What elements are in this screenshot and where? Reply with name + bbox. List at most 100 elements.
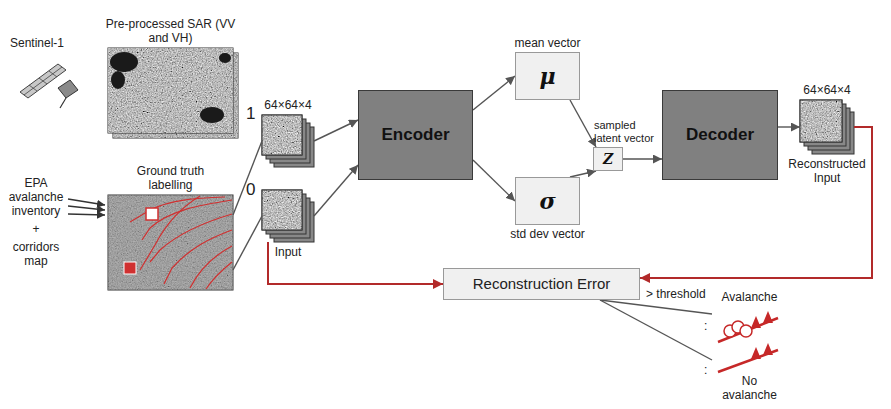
patch — [262, 190, 302, 230]
sar-dark-area — [110, 52, 138, 72]
avalanche-icon — [718, 311, 778, 342]
ground-truth-map — [108, 195, 233, 290]
panel-grid — [24, 67, 62, 95]
node-text: Reconstructed Input — [781, 157, 873, 185]
node-text: Z — [603, 151, 613, 167]
tree — [751, 316, 761, 328]
tree — [751, 347, 761, 359]
corridor — [140, 196, 200, 270]
node-text: sampled latent vector — [594, 119, 660, 145]
reconstructed-stack: 64×64×4Reconstructed Input — [800, 100, 854, 154]
edge-label: > threshold — [645, 287, 707, 301]
patch-border — [800, 100, 842, 142]
patch-stack — [262, 190, 314, 242]
free-label: : — [704, 363, 710, 377]
node-text: mean vector — [503, 36, 593, 50]
satellite-body — [58, 80, 78, 98]
latent-vector-box: sampled latent vectorZ — [593, 147, 623, 171]
corridor — [164, 230, 232, 284]
free-label: : — [704, 319, 710, 333]
node-text: Decoder — [686, 125, 754, 145]
free-label: Sentinel-1 — [10, 36, 90, 50]
flow-arrow — [600, 300, 712, 360]
ground-truth-frame: Ground truth labelling — [108, 195, 233, 290]
flow-arrow — [473, 76, 515, 110]
input-patch-stack: 64×64×4 — [262, 115, 314, 167]
sar-dark-area — [219, 53, 231, 63]
map-ground — [108, 195, 233, 290]
callout-number: 0 — [246, 180, 260, 200]
node-text: Encoder — [381, 125, 449, 145]
flow-arrow — [473, 160, 515, 201]
node-text: μ — [539, 63, 555, 89]
node-text: std dev vector — [498, 227, 598, 241]
node-text: Ground truth labelling — [121, 164, 221, 192]
node-text: 64×64×4 — [253, 98, 323, 112]
patch-texture — [800, 100, 842, 142]
flow-arrow — [623, 158, 662, 159]
flow-arrow — [570, 100, 596, 147]
node-text: Avalanche — [722, 290, 778, 304]
no-avalanche-icon — [718, 343, 778, 372]
patch-texture — [262, 190, 302, 230]
patch — [262, 115, 302, 155]
arrow — [68, 214, 105, 215]
corridor — [130, 197, 225, 222]
corridor — [190, 246, 232, 288]
node-text: 64×64×4 — [792, 83, 862, 97]
arrow — [68, 199, 105, 205]
satellite-icon — [20, 64, 78, 108]
free-label: corridors map — [4, 240, 68, 268]
patch-texture — [262, 115, 302, 155]
node-text: σ — [539, 188, 555, 214]
corridor — [206, 262, 232, 289]
corridor — [142, 200, 232, 240]
free-label: EPA avalanche inventory — [4, 176, 68, 218]
node-text: Reconstruction Error — [473, 275, 611, 293]
tree — [763, 311, 773, 323]
corridor-outlines — [130, 196, 232, 289]
sar-image — [108, 48, 238, 138]
patch — [800, 100, 842, 142]
flow-arrow — [314, 120, 358, 141]
encoder-box: Encoder — [358, 90, 473, 180]
snow-cloud — [740, 325, 752, 337]
tree — [763, 343, 773, 355]
patch-border — [262, 190, 302, 230]
avalanche-result: Avalanche — [712, 290, 787, 340]
sar-dark-area — [111, 71, 125, 89]
callout-number: 1 — [246, 104, 260, 124]
std-vector-box: σstd dev vector — [515, 177, 580, 225]
patch-stack — [800, 100, 854, 154]
sar-texture — [108, 48, 233, 133]
error-box: Reconstruction Error — [443, 268, 640, 300]
labelled-area — [124, 262, 136, 274]
flow-arrow — [778, 126, 800, 127]
input-patch-stack: Input — [262, 190, 314, 242]
flow-arrow — [600, 300, 712, 314]
antenna — [60, 98, 66, 108]
sar-layer-vv — [108, 48, 233, 133]
map-texture — [108, 195, 233, 290]
flow-arrow — [233, 216, 262, 270]
flow-arrow — [314, 165, 358, 216]
solar-panel — [20, 64, 66, 98]
flow-arrow — [233, 141, 262, 215]
corridor — [150, 214, 232, 262]
sar-dark-area — [200, 107, 224, 123]
sar-image-frame: Pre-processed SAR (VV and VH) — [108, 48, 233, 133]
arrow — [68, 206, 105, 210]
no-avalanche-result: No avalanche — [712, 348, 787, 408]
input-arrows — [68, 199, 105, 215]
decoder-box: Decoder — [662, 90, 778, 180]
patch-border — [262, 115, 302, 155]
free-label: + — [4, 222, 68, 236]
node-text: Input — [253, 245, 323, 259]
node-text: No avalanche — [719, 374, 781, 402]
node-text: Pre-processed SAR (VV and VH) — [106, 17, 236, 45]
patch-stack — [262, 115, 314, 167]
mean-vector-box: mean vectorμ — [515, 52, 580, 100]
labelled-area — [146, 208, 158, 220]
